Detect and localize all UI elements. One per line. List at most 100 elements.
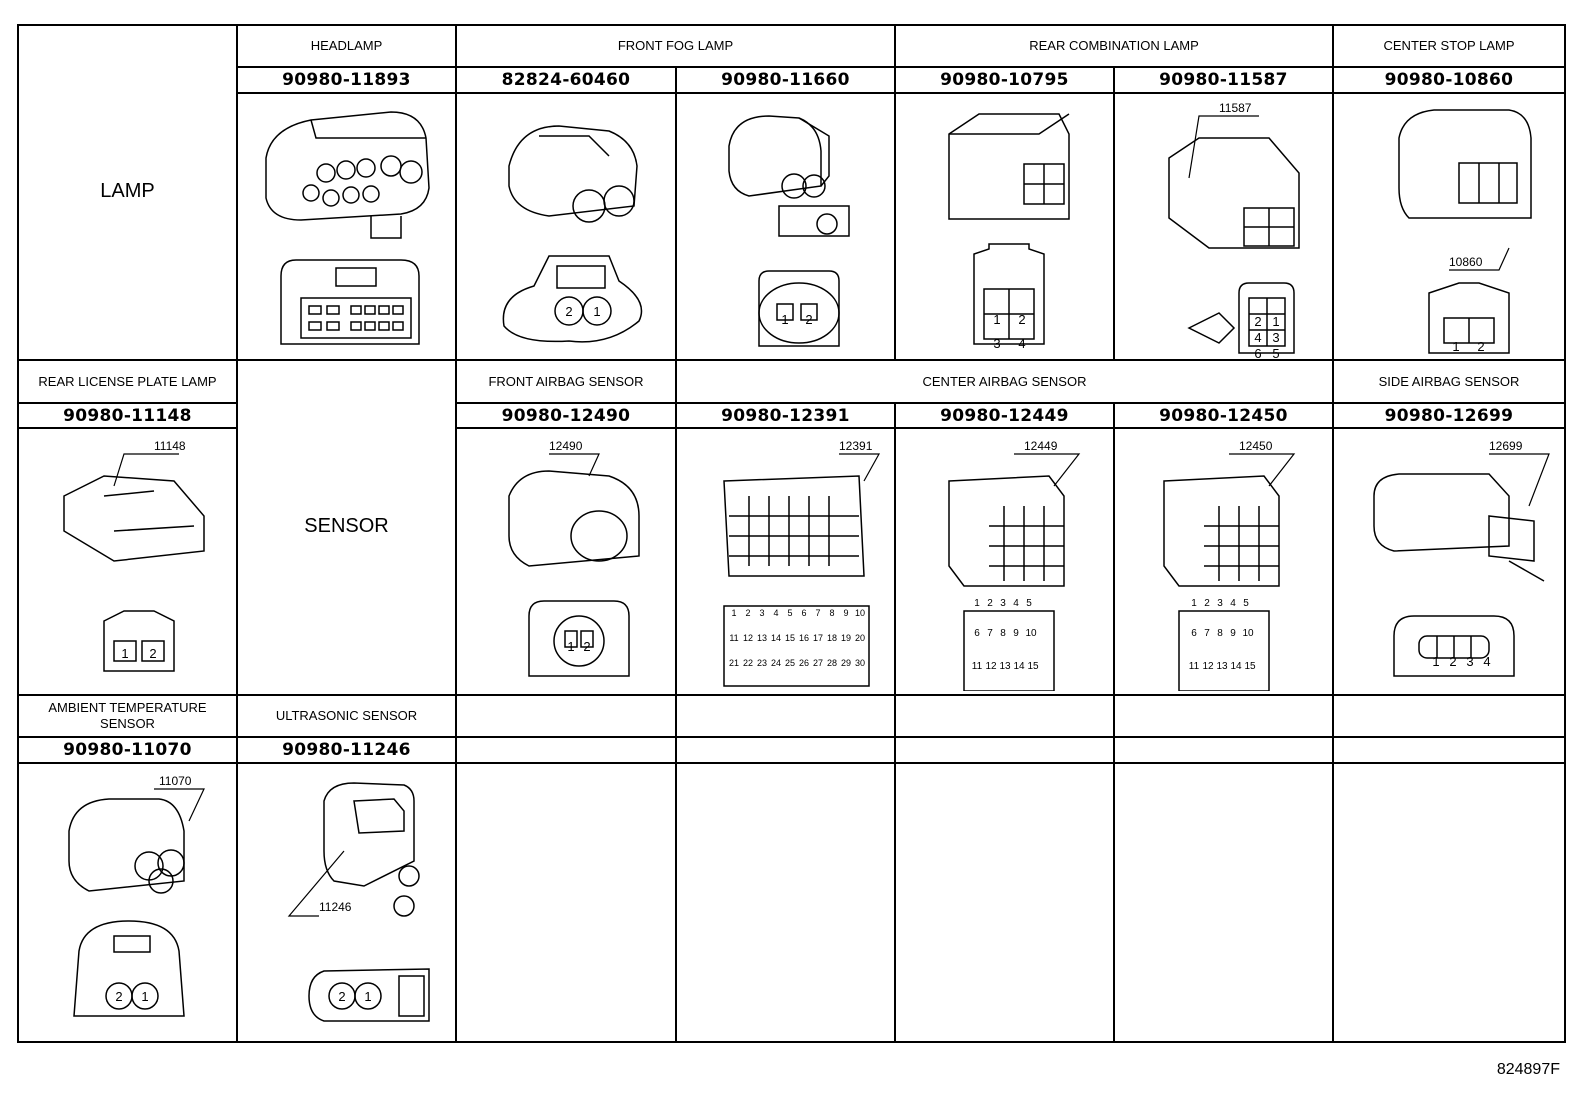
part-number: 90980-12450 bbox=[1159, 405, 1288, 426]
pin-number: 1 bbox=[1191, 598, 1197, 609]
rear-license-plate-connector-drawing: 11148 bbox=[63, 439, 205, 672]
part-number: 90980-12391 bbox=[721, 405, 850, 426]
pin-number: 6 bbox=[1191, 628, 1197, 639]
callout-label: 11148 bbox=[154, 439, 186, 453]
pin-number: 1 bbox=[1452, 339, 1459, 354]
row-divider bbox=[19, 359, 1564, 361]
col-divider bbox=[1332, 26, 1334, 361]
pin-number: 6 bbox=[1254, 346, 1261, 361]
pin-number: 2 bbox=[1204, 598, 1210, 609]
pin-number: 8 bbox=[1000, 628, 1006, 639]
pin-number: 6 bbox=[974, 628, 980, 639]
pin-number: 8 bbox=[1217, 628, 1223, 639]
pin-number: 17 bbox=[813, 633, 823, 643]
rear-combination-connector-b-drawing: 11587 bbox=[1168, 101, 1300, 354]
pin-number: 7 bbox=[815, 608, 820, 618]
col-divider bbox=[455, 695, 457, 1041]
pin-number: 2 bbox=[745, 608, 750, 618]
center-airbag-connector-a-drawing: 12391 bbox=[723, 439, 881, 687]
pin-number: 7 bbox=[1204, 628, 1210, 639]
header-rule bbox=[19, 736, 1564, 738]
pin-number: 3 bbox=[993, 336, 1000, 351]
part-number: 90980-11148 bbox=[63, 405, 192, 426]
figure-id: 824897F bbox=[1496, 1061, 1560, 1078]
headlamp-connector-drawing bbox=[265, 111, 430, 345]
header-headlamp: HEADLAMP bbox=[310, 38, 383, 53]
front-fog-connector-a-drawing bbox=[502, 125, 643, 343]
header-rear-license-plate-lamp: REAR LICENSE PLATE LAMP bbox=[38, 373, 217, 389]
header-rule bbox=[19, 427, 237, 429]
pin-number: 22 bbox=[743, 658, 753, 668]
col-divider bbox=[236, 26, 238, 361]
part-number: 90980-10795 bbox=[940, 70, 1069, 90]
header-front-airbag-sensor: FRONT AIRBAG SENSOR bbox=[488, 373, 644, 389]
part-number: 90980-11246 bbox=[282, 740, 411, 760]
front-airbag-connector-drawing: 12490 bbox=[508, 439, 640, 677]
pin-number: 2 bbox=[1254, 314, 1261, 329]
pin-number: 15 bbox=[1027, 661, 1039, 672]
pin-number: 2 bbox=[1449, 654, 1456, 669]
pin-number: 9 bbox=[843, 608, 848, 618]
pin-number: 2 bbox=[115, 989, 122, 1004]
pin-label-layer: 2 1 1 2 1 2 3 4 2 1 4 3 6 5 1 2 1 2 1 2 bbox=[115, 304, 1490, 1004]
pin-number: 10 bbox=[1025, 628, 1037, 639]
part-number: 82824-60460 bbox=[501, 70, 631, 90]
part-number: 90980-12449 bbox=[940, 405, 1069, 426]
pin-number: 5 bbox=[787, 608, 792, 618]
pin-number: 1 bbox=[731, 608, 736, 618]
pin-number: 15 bbox=[785, 633, 795, 643]
connector-table: LAMP HEADLAMP FRONT FOG LAMP REAR COMBIN… bbox=[17, 24, 1566, 1043]
part-number: 90980-12490 bbox=[501, 405, 631, 426]
pin-number: 1 bbox=[993, 312, 1000, 327]
callout-label: 12449 bbox=[1024, 439, 1058, 453]
pin-number: 3 bbox=[1466, 654, 1473, 669]
header-rule bbox=[456, 427, 1564, 429]
pin-number: 10 bbox=[1242, 628, 1254, 639]
pin-number: 5 bbox=[1272, 346, 1279, 361]
pin-number: 5 bbox=[1026, 598, 1032, 609]
col-divider bbox=[894, 403, 896, 696]
header-ultrasonic-sensor: ULTRASONIC SENSOR bbox=[275, 708, 418, 723]
part-number: 90980-12699 bbox=[1384, 405, 1514, 426]
callout-label: 11587 bbox=[1219, 101, 1252, 115]
pin-number: 29 bbox=[841, 658, 851, 668]
callout-label: 12391 bbox=[839, 439, 873, 453]
header-rule bbox=[237, 66, 1564, 68]
pin-number: 2 bbox=[1018, 312, 1025, 327]
pin-number: 28 bbox=[827, 658, 837, 668]
header-center-airbag-sensor: CENTER AIRBAG SENSOR bbox=[922, 373, 1087, 389]
category-sensor: SENSOR bbox=[304, 514, 389, 537]
col-divider bbox=[675, 360, 677, 696]
header-rule bbox=[19, 762, 1564, 764]
pin-number: 1 bbox=[364, 989, 371, 1004]
col-divider bbox=[1113, 695, 1115, 1041]
pin-number: 1 bbox=[141, 989, 148, 1004]
pin-number: 4 bbox=[1254, 330, 1261, 345]
pin-number: 2 bbox=[565, 304, 572, 319]
pin-number: 4 bbox=[1018, 336, 1025, 351]
callout-label: 11246 bbox=[319, 900, 352, 914]
pin-number: 20 bbox=[855, 633, 865, 643]
pin-number: 12 bbox=[985, 661, 997, 672]
pin-number: 16 bbox=[799, 633, 809, 643]
pin-number: 8 bbox=[829, 608, 834, 618]
pin-number: 1 bbox=[1432, 654, 1439, 669]
col-divider bbox=[236, 695, 238, 1041]
pin-number: 11 bbox=[729, 633, 738, 643]
ambient-temperature-connector-drawing: 11070 bbox=[68, 774, 205, 1017]
col-divider bbox=[1113, 403, 1115, 696]
center-airbag-connector-b-drawing: 12449 bbox=[948, 439, 1081, 691]
col-divider bbox=[675, 695, 677, 1041]
pin-number: 4 bbox=[1013, 598, 1019, 609]
pin-number: 13 bbox=[757, 633, 767, 643]
ultrasonic-sensor-connector-drawing: 11246 bbox=[287, 782, 430, 1022]
pin-number: 3 bbox=[1000, 598, 1006, 609]
pin-number: 2 bbox=[987, 598, 993, 609]
pin-number: 1 bbox=[593, 304, 600, 319]
col-divider bbox=[236, 360, 238, 696]
part-number: 90980-11660 bbox=[721, 70, 850, 90]
pin-number: 3 bbox=[759, 608, 764, 618]
pin-number: 12 bbox=[1202, 661, 1214, 672]
pin-number: 4 bbox=[1483, 654, 1490, 669]
part-number: 90980-11893 bbox=[282, 70, 411, 90]
